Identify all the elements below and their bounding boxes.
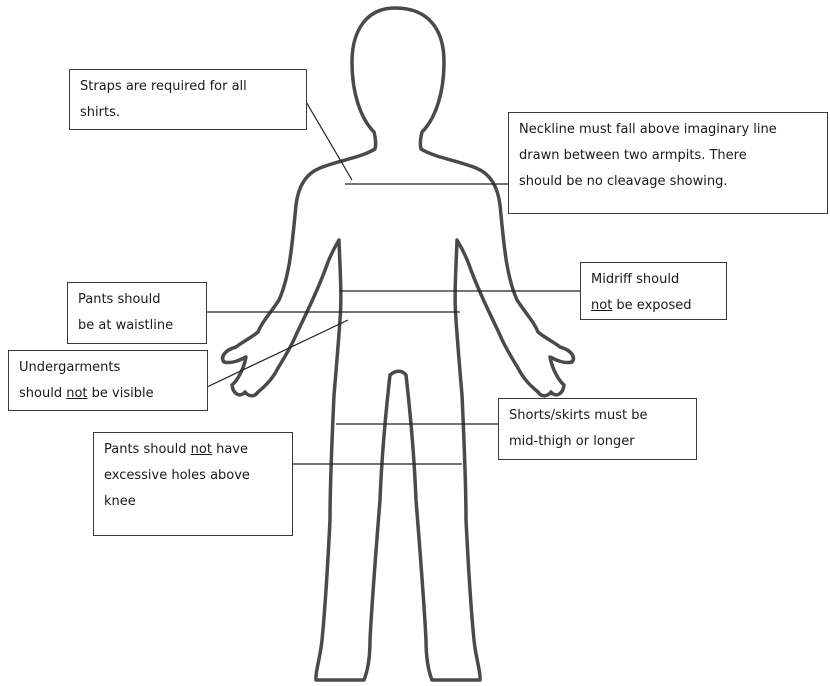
callout-text: not — [66, 386, 87, 401]
callout-line: Pants should not have — [104, 437, 282, 463]
callout-text: not — [591, 298, 612, 313]
callout-midriff: Midriff should not be exposed — [580, 262, 727, 320]
callout-line: Pants should — [78, 287, 196, 313]
callout-line: Shorts/skirts must be — [509, 403, 686, 429]
callout-text: Pants should — [104, 442, 191, 457]
callout-text: excessive holes above — [104, 468, 250, 483]
leader-undergarments — [207, 320, 348, 387]
callout-waistline: Pants should be at waistline — [67, 282, 207, 344]
callout-line: Straps are required for all — [80, 74, 296, 100]
callout-text: Midriff should — [591, 272, 679, 287]
callout-text: Straps are required for all — [80, 79, 247, 94]
callout-text: should be no cleavage showing. — [519, 174, 728, 189]
callout-text: be visible — [88, 386, 154, 401]
callout-text: mid-thigh or longer — [509, 434, 635, 449]
callout-line: Undergarments — [19, 355, 197, 381]
callout-text: Pants should — [78, 292, 161, 307]
callout-text: drawn between two armpits. There — [519, 148, 747, 163]
callout-line: shirts. — [80, 100, 296, 126]
callout-text: have — [212, 442, 248, 457]
callout-text: be exposed — [612, 298, 691, 313]
callout-straps: Straps are required for all shirts. — [69, 69, 307, 130]
callout-line: mid-thigh or longer — [509, 429, 686, 455]
callout-line: drawn between two armpits. There — [519, 143, 817, 169]
callout-neckline: Neckline must fall above imaginary line d… — [508, 112, 828, 214]
callout-line: should be no cleavage showing. — [519, 169, 817, 195]
callout-line: not be exposed — [591, 293, 716, 319]
leader-straps — [305, 100, 352, 180]
callout-text: be at waistline — [78, 318, 173, 333]
callout-text: should — [19, 386, 66, 401]
callout-line: be at waistline — [78, 313, 196, 339]
callout-line: Neckline must fall above imaginary line — [519, 117, 817, 143]
callout-text: knee — [104, 494, 136, 509]
callout-line: should not be visible — [19, 381, 197, 407]
callout-line: Midriff should — [591, 267, 716, 293]
callout-holes: Pants should not have excessive holes abo… — [93, 432, 293, 536]
callout-line: knee — [104, 489, 282, 515]
callout-undergarments: Undergarments should not be visible — [8, 350, 208, 411]
callout-shorts: Shorts/skirts must be mid-thigh or longer — [498, 398, 697, 460]
callout-text: not — [191, 442, 212, 457]
callout-text: shirts. — [80, 105, 120, 120]
callout-text: Neckline must fall above imaginary line — [519, 122, 777, 137]
callout-text: Undergarments — [19, 360, 120, 375]
callout-line: excessive holes above — [104, 463, 282, 489]
callout-text: Shorts/skirts must be — [509, 408, 647, 423]
